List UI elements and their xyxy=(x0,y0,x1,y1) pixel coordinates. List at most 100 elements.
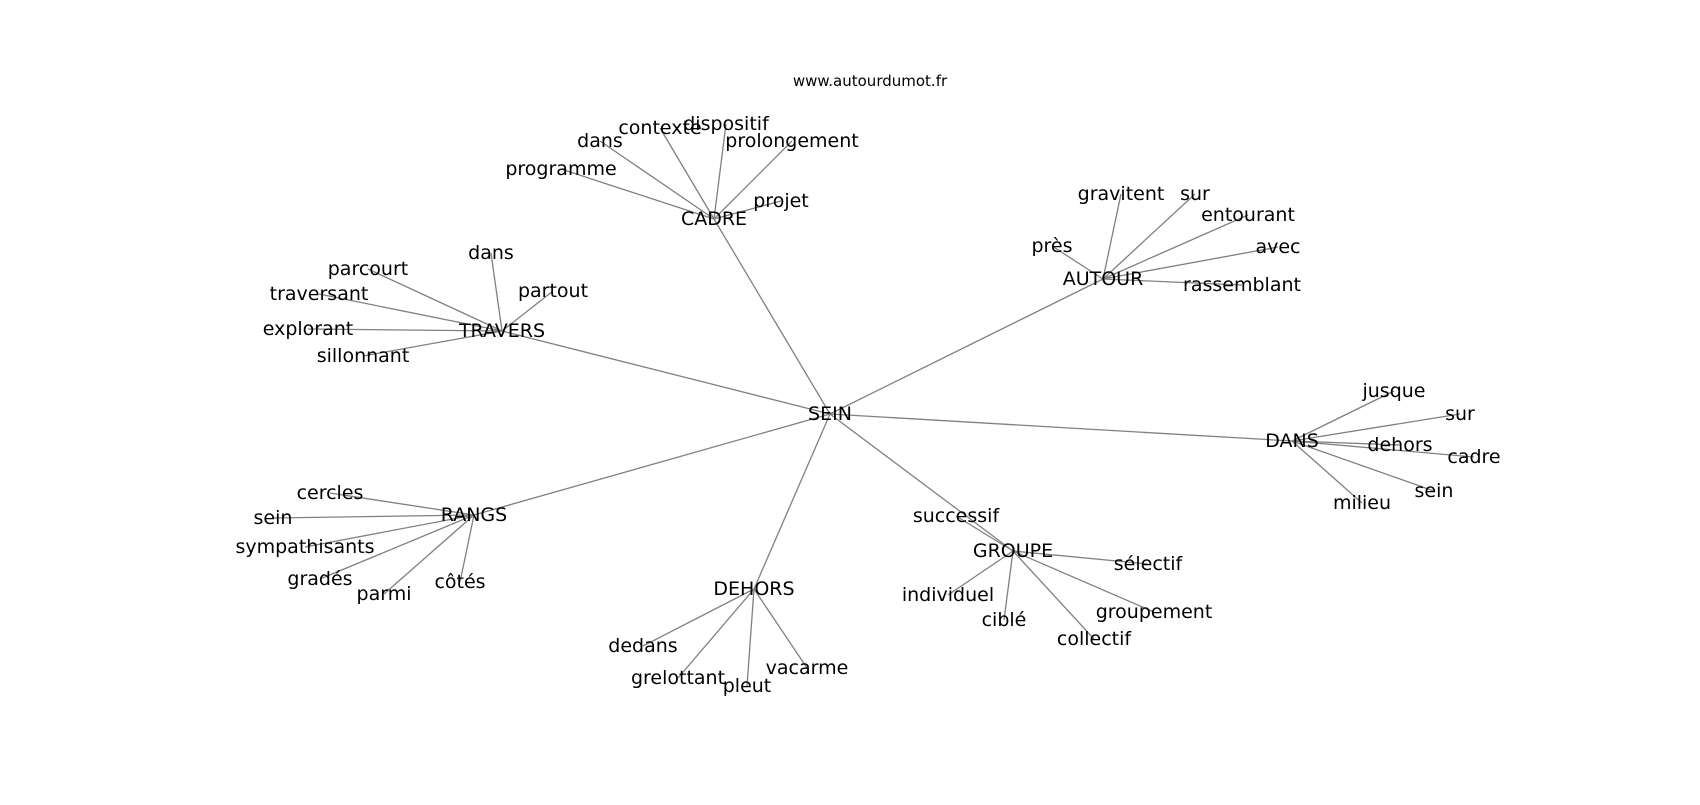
edge-travers-1 xyxy=(367,268,503,332)
edge-dehors-1 xyxy=(677,588,755,679)
edge-root-autour xyxy=(829,278,1104,415)
leaf-word[interactable]: grelottant xyxy=(631,667,725,689)
edge-travers-2 xyxy=(501,290,554,332)
edge-autour-3 xyxy=(1051,245,1104,280)
leaf-word[interactable]: dedans xyxy=(608,635,677,657)
edge-root-groupe xyxy=(829,413,1014,552)
edge-cadre-2 xyxy=(659,127,715,220)
edge-travers-5 xyxy=(362,330,503,357)
hub-word-cadre[interactable]: CADRE xyxy=(681,208,747,230)
edge-cadre-1 xyxy=(599,140,715,220)
leaf-word[interactable]: partout xyxy=(518,280,588,302)
leaf-word[interactable]: cadre xyxy=(1447,446,1500,468)
leaf-word[interactable]: sein xyxy=(1415,480,1454,502)
edge-autour-0 xyxy=(1102,193,1122,280)
hub-word-autour[interactable]: AUTOUR xyxy=(1063,268,1144,290)
edge-autour-4 xyxy=(1102,246,1279,280)
leaf-word[interactable]: dispositif xyxy=(683,113,770,135)
edge-rangs-5 xyxy=(459,514,475,583)
edge-groupe-5 xyxy=(1012,550,1095,640)
edge-groupe-3 xyxy=(1012,550,1155,613)
leaf-word[interactable]: près xyxy=(1031,235,1072,257)
leaf-word[interactable]: contexte xyxy=(618,117,701,139)
hub-word-rangs[interactable]: RANGS xyxy=(441,504,507,526)
leaf-word[interactable]: jusque xyxy=(1361,380,1425,402)
leaf-word[interactable]: individuel xyxy=(902,584,994,606)
edge-travers-0 xyxy=(490,252,503,332)
leaf-word[interactable]: côtés xyxy=(434,571,485,593)
edge-dans-3 xyxy=(1291,440,1475,458)
leaf-word[interactable]: dans xyxy=(577,130,623,152)
leaf-word[interactable]: sein xyxy=(254,507,293,529)
edge-dans-4 xyxy=(1291,440,1435,492)
labels-layer: programmedanscontextedispositifprolongem… xyxy=(235,113,1500,697)
leaf-word[interactable]: ciblé xyxy=(982,609,1027,631)
edge-autour-2 xyxy=(1102,214,1249,280)
leaf-word[interactable]: cercles xyxy=(297,482,364,504)
edge-rangs-1 xyxy=(272,514,475,519)
leaf-word[interactable]: parcourt xyxy=(328,258,408,280)
leaf-word[interactable]: milieu xyxy=(1333,492,1391,514)
hub-word-travers[interactable]: TRAVERS xyxy=(458,320,545,342)
edge-rangs-0 xyxy=(329,492,475,516)
leaf-word[interactable]: entourant xyxy=(1201,204,1295,226)
leaf-word[interactable]: sur xyxy=(1180,183,1210,205)
edge-groupe-4 xyxy=(1003,550,1014,621)
edge-root-dans xyxy=(829,413,1293,442)
leaf-word[interactable]: sympathisants xyxy=(235,536,374,558)
leaf-word[interactable]: pleut xyxy=(723,675,772,697)
leaf-word[interactable]: groupement xyxy=(1096,601,1213,623)
leaf-word[interactable]: parmi xyxy=(357,583,412,605)
edge-cadre-4 xyxy=(713,140,793,220)
hub-word-dehors[interactable]: DEHORS xyxy=(713,578,794,600)
edge-dans-0 xyxy=(1291,390,1395,442)
edge-cadre-0 xyxy=(560,168,715,220)
edge-dans-1 xyxy=(1291,413,1461,442)
leaf-word[interactable]: successif xyxy=(913,505,1001,527)
edge-autour-1 xyxy=(1102,193,1196,280)
leaf-word[interactable]: sillonnant xyxy=(317,345,410,367)
edge-dans-5 xyxy=(1291,440,1363,504)
edge-root-dehors xyxy=(753,413,831,590)
leaf-word[interactable]: avec xyxy=(1255,236,1300,258)
hub-word-groupe[interactable]: GROUPE xyxy=(973,540,1053,562)
edge-rangs-2 xyxy=(304,514,475,548)
leaf-word[interactable]: prolongement xyxy=(725,130,858,152)
leaf-word[interactable]: gradés xyxy=(287,568,352,590)
edge-groupe-0 xyxy=(955,515,1014,552)
edge-rangs-4 xyxy=(383,514,475,595)
edge-cadre-3 xyxy=(713,123,727,220)
leaf-word[interactable]: dehors xyxy=(1367,434,1432,456)
leaf-word[interactable]: vacarme xyxy=(766,657,849,679)
root-word[interactable]: SEIN xyxy=(808,403,852,425)
edge-root-cadre xyxy=(713,218,831,415)
edge-dehors-0 xyxy=(642,588,755,647)
leaf-word[interactable]: dans xyxy=(468,242,514,264)
edge-root-travers xyxy=(501,330,831,415)
edge-travers-3 xyxy=(318,293,503,332)
hub-word-dans[interactable]: DANS xyxy=(1265,430,1319,452)
leaf-word[interactable]: traversant xyxy=(270,283,369,305)
edge-cadre-5 xyxy=(713,200,782,220)
edge-dehors-2 xyxy=(746,588,755,687)
edge-dans-2 xyxy=(1291,440,1401,446)
leaf-word[interactable]: gravitent xyxy=(1078,183,1165,205)
site-url: www.autourdumot.fr xyxy=(792,72,948,90)
edge-groupe-2 xyxy=(947,550,1014,596)
edge-autour-5 xyxy=(1102,278,1243,286)
edge-travers-4 xyxy=(307,328,503,332)
leaf-word[interactable]: sélectif xyxy=(1114,553,1184,575)
edge-dehors-3 xyxy=(753,588,808,669)
edge-root-rangs xyxy=(473,413,831,516)
leaf-word[interactable]: collectif xyxy=(1057,628,1132,650)
edges-layer xyxy=(272,123,1475,687)
leaf-word[interactable]: programme xyxy=(505,158,616,180)
leaf-word[interactable]: rassemblant xyxy=(1183,274,1301,296)
edge-groupe-1 xyxy=(1012,550,1149,565)
leaf-word[interactable]: explorant xyxy=(263,318,354,340)
edge-rangs-3 xyxy=(319,514,475,580)
leaf-word[interactable]: projet xyxy=(753,190,809,212)
leaf-word[interactable]: sur xyxy=(1445,403,1475,425)
